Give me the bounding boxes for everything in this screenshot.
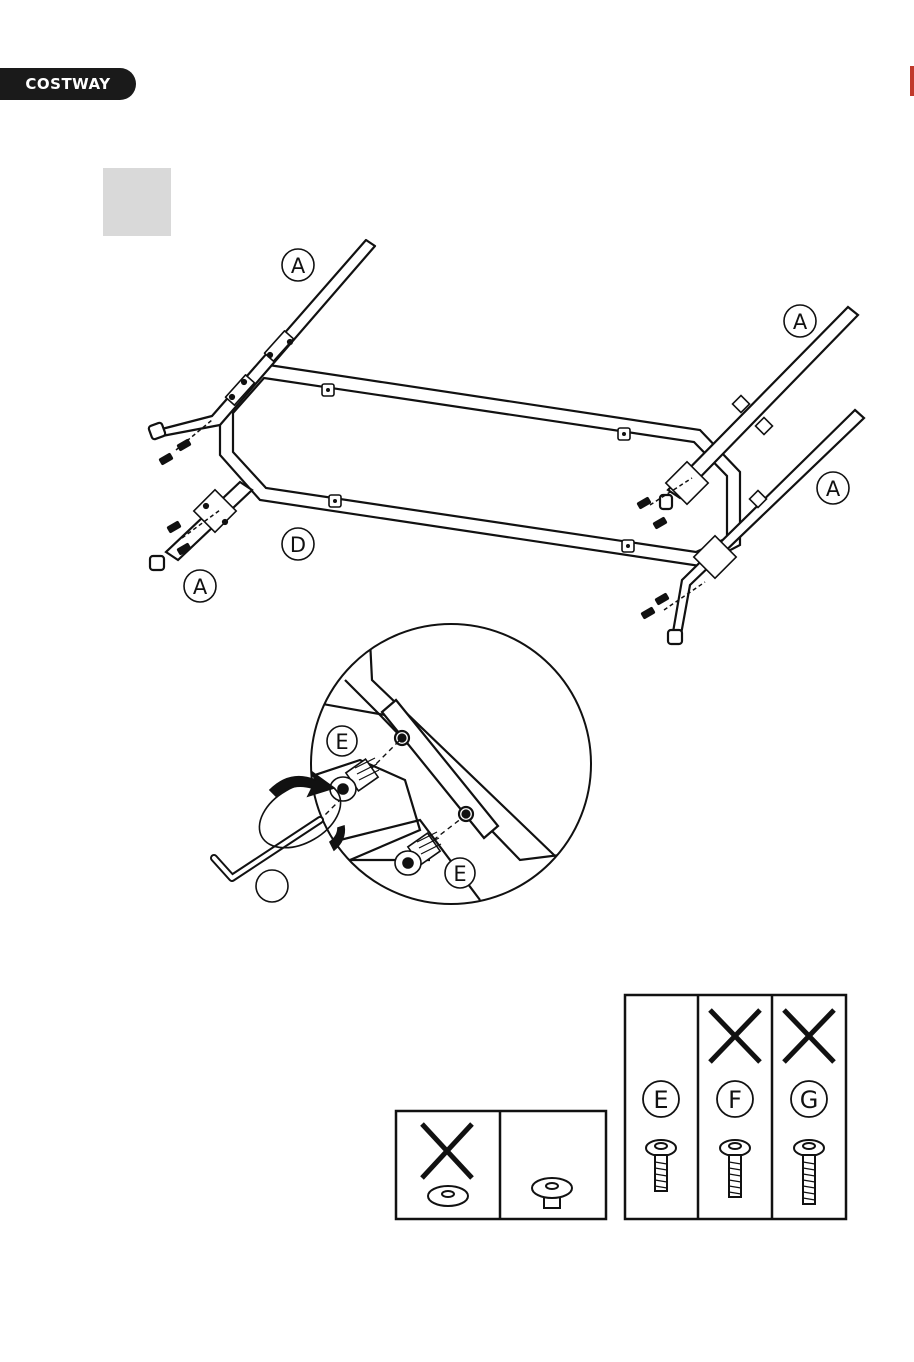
zoom-label-e-bottom: E (445, 858, 475, 888)
svg-text:E: E (653, 1086, 668, 1114)
legend-label-e: E (643, 1081, 679, 1117)
svg-text:A: A (793, 310, 808, 334)
part-label-a1: A (282, 249, 314, 281)
allen-key-icon (214, 820, 320, 878)
svg-text:A: A (291, 254, 306, 278)
svg-text:A: A (193, 575, 208, 599)
svg-text:D: D (290, 533, 306, 557)
legend-label-g: G (791, 1081, 827, 1117)
part-label-a3: A (817, 472, 849, 504)
part-label-d: D (282, 528, 314, 560)
washer-legend (396, 1111, 606, 1219)
zoom-label-e-top: E (327, 726, 357, 756)
part-label-a2: A (784, 305, 816, 337)
leg-a-top-left (148, 240, 375, 440)
legend-label-f: F (717, 1081, 753, 1117)
svg-text:E: E (335, 730, 348, 754)
zoom-detail: E E (300, 624, 600, 904)
part-label-a4: A (184, 570, 216, 602)
leg-a-bottom-left (150, 482, 252, 570)
svg-text:F: F (728, 1086, 742, 1114)
flat-washer-icon (428, 1186, 468, 1206)
screw-legend: E F G (625, 995, 846, 1219)
svg-text:E: E (453, 862, 466, 886)
svg-text:G: G (800, 1086, 819, 1114)
screws-e (159, 420, 705, 619)
svg-text:A: A (826, 477, 841, 501)
step-badge-circle (256, 870, 288, 902)
